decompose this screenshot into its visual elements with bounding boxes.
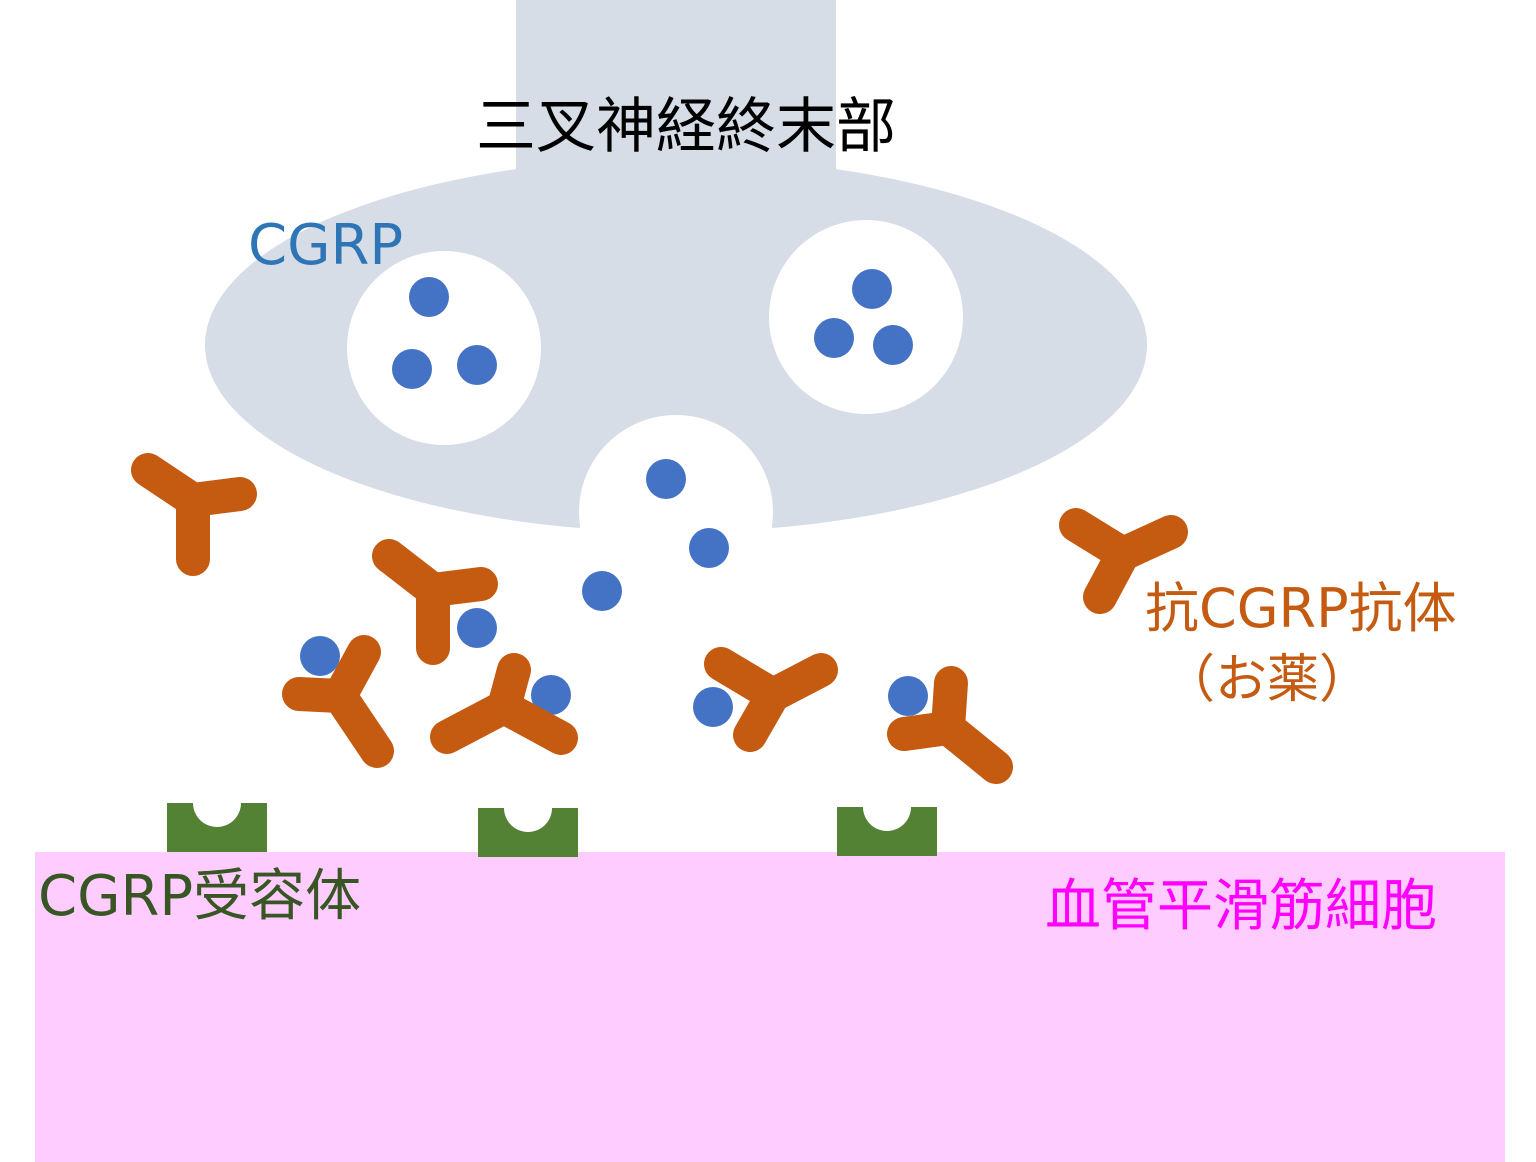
cgrp-label: CGRP bbox=[248, 213, 403, 278]
vesicle bbox=[347, 251, 541, 445]
cgrp-molecule bbox=[873, 325, 913, 365]
antibody-note-label: （お薬） bbox=[1163, 650, 1371, 710]
cgrp-molecules bbox=[300, 269, 928, 727]
cgrp-receptor bbox=[478, 808, 578, 857]
cgrp-molecule bbox=[392, 349, 432, 389]
antibody bbox=[131, 453, 257, 576]
cgrp-molecule bbox=[689, 528, 729, 568]
antibody-label: 抗CGRP抗体 bbox=[1145, 577, 1457, 640]
vesicle bbox=[769, 220, 963, 414]
cgrp-molecule bbox=[852, 269, 892, 309]
cgrp-molecule bbox=[457, 345, 497, 385]
nerve-terminal-label: 三叉神経終末部 bbox=[476, 92, 896, 162]
antibody bbox=[430, 653, 578, 755]
cgrp-molecule bbox=[646, 459, 686, 499]
vesicle-opening bbox=[580, 512, 772, 572]
antibody bbox=[282, 635, 394, 768]
cgrp-molecule bbox=[888, 676, 928, 716]
cgrp-molecule bbox=[693, 687, 733, 727]
receptor-label: CGRP受容体 bbox=[38, 864, 361, 929]
cgrp-molecule bbox=[300, 636, 340, 676]
cgrp-molecule bbox=[457, 608, 497, 648]
cgrp-molecule bbox=[409, 277, 449, 317]
smooth-muscle-label: 血管平滑筋細胞 bbox=[1045, 874, 1437, 939]
antibody bbox=[1059, 508, 1188, 614]
cgrp-molecule bbox=[814, 318, 854, 358]
cgrp-molecule bbox=[582, 571, 622, 611]
cgrp-molecule bbox=[531, 675, 571, 715]
cgrp-receptor bbox=[837, 807, 937, 856]
cgrp-receptor bbox=[167, 803, 267, 852]
smooth-muscle-cell bbox=[35, 852, 1505, 1162]
receptors bbox=[167, 803, 937, 857]
antibody bbox=[372, 539, 498, 665]
antibodies bbox=[131, 453, 1188, 784]
antibody bbox=[887, 666, 1013, 784]
antibody bbox=[704, 647, 838, 752]
